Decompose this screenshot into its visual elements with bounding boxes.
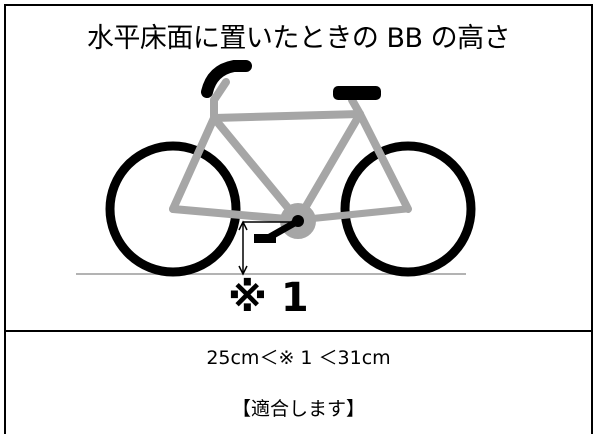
bicycle-illustration — [76, 60, 476, 277]
bb-height-dimension — [242, 221, 298, 274]
handlebar-grip — [201, 60, 252, 98]
rear-wheel — [105, 141, 241, 277]
height-condition-text: 25cm＜※ 1 ＜31cm — [206, 347, 391, 369]
bb-height-mark-label: ※ 1 — [228, 275, 309, 321]
chain-line — [294, 205, 410, 224]
compliance-verdict: 【適合します】 — [231, 398, 365, 420]
saddle — [333, 86, 381, 100]
front-wheel — [340, 141, 476, 277]
dimension-arrow-bottom — [238, 265, 248, 276]
bicycle-frame — [169, 78, 412, 224]
pedal — [254, 234, 276, 243]
diagram-title: 水平床面に置いたときの BB の高さ — [86, 23, 511, 54]
dimension-arrow-top — [238, 220, 248, 231]
diagram-border — [4, 4, 593, 434]
section-divider — [4, 330, 593, 332]
